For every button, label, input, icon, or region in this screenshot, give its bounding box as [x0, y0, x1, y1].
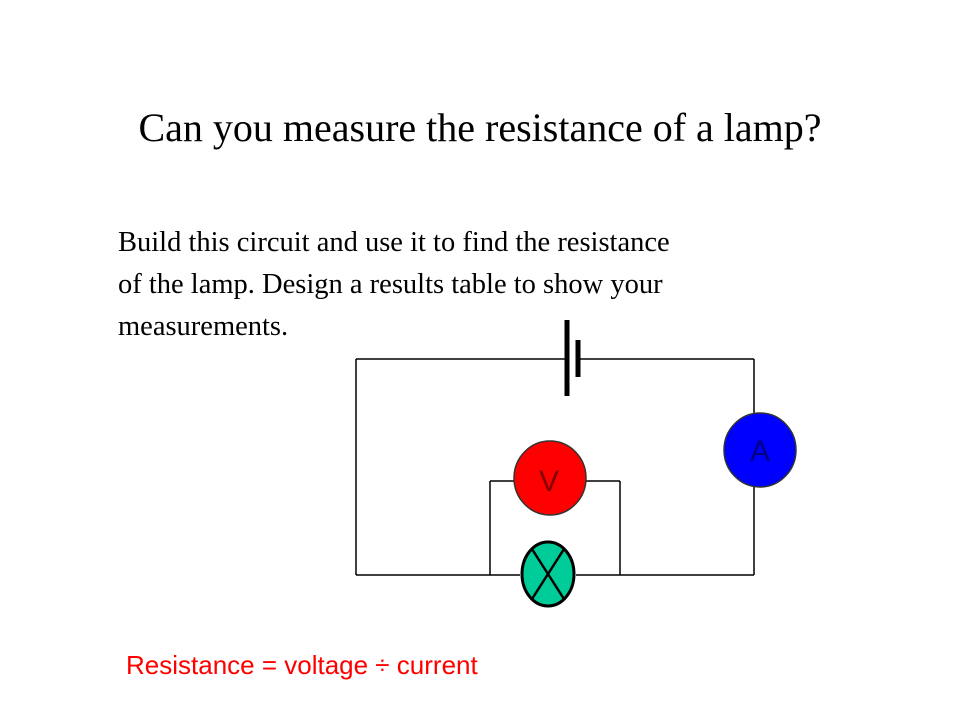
instructions-line-2: of the lamp. Design a results table to s…: [118, 269, 663, 300]
resistance-formula: Resistance = voltage ÷ current: [126, 650, 478, 680]
voltmeter: V: [513, 440, 587, 516]
instructions-text: Build this circuit and use it to find th…: [118, 222, 848, 348]
instructions-line-3: measurements.: [118, 311, 289, 342]
ammeter-label: A: [750, 435, 770, 468]
circuit-wires: [355, 358, 755, 576]
lamp-symbol: [520, 540, 576, 608]
cell-symbol: [564, 320, 581, 396]
ammeter-circle: [723, 412, 797, 488]
voltmeter-circle: [513, 440, 587, 516]
ammeter: A: [723, 412, 797, 488]
lamp-cross-2: [530, 548, 566, 600]
instructions-line-1: Build this circuit and use it to find th…: [118, 227, 670, 258]
voltmeter-label: V: [539, 465, 559, 498]
slide-title: Can you measure the resistance of a lamp…: [138, 105, 822, 150]
